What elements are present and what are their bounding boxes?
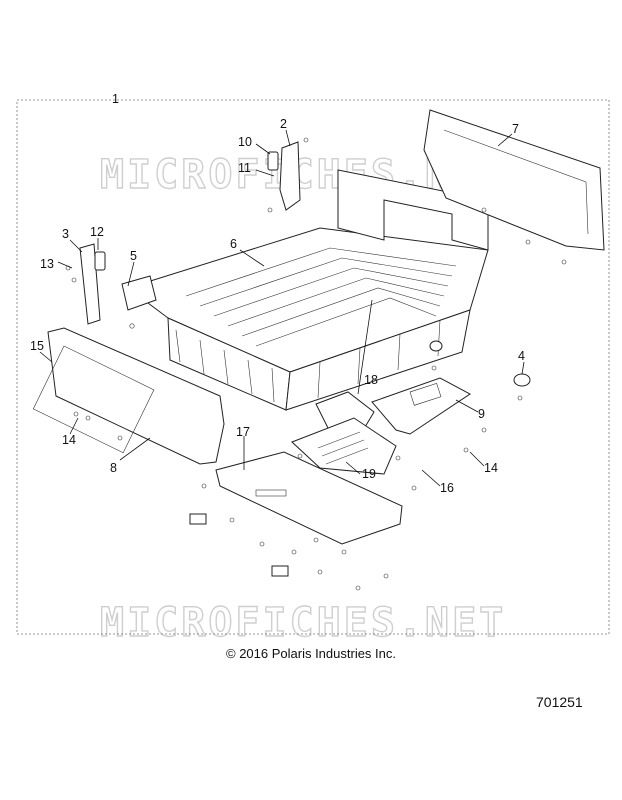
- copyright-notice: © 2016 Polaris Industries Inc.: [226, 646, 396, 661]
- latch-12-part: [94, 251, 106, 271]
- watermark-bottom: MICROFICHES.NET: [100, 600, 506, 646]
- callout-2: 2: [280, 117, 287, 131]
- knob-4-part: [513, 373, 531, 387]
- callout-8: 8: [110, 461, 117, 475]
- skid-plate-19-part: [291, 417, 397, 475]
- callout-14-left: 14: [62, 433, 76, 447]
- cover-plate-9-part: [371, 377, 471, 435]
- assembly-frame: [16, 99, 610, 635]
- callout-17: 17: [236, 425, 250, 439]
- callout-14-right: 14: [484, 461, 498, 475]
- callout-1: 1: [112, 92, 119, 106]
- callout-5: 5: [130, 249, 137, 263]
- side-rail-part: [121, 275, 157, 311]
- floor-panel-17-part: [215, 451, 403, 545]
- fasteners: [65, 137, 567, 591]
- clip-lower-right: [271, 565, 289, 577]
- callout-18: 18: [364, 373, 378, 387]
- callout-15: 15: [30, 339, 44, 353]
- callout-19: 19: [362, 467, 376, 481]
- callout-7: 7: [512, 122, 519, 136]
- callout-13: 13: [40, 257, 54, 271]
- callouts: 1 2 3 4 5 6 7 8 9 10 11 12 13 14 15 16 1…: [30, 92, 525, 495]
- tailgate-part: [32, 327, 225, 465]
- clip-lower-left: [189, 513, 207, 525]
- knob-small-part: [429, 340, 443, 352]
- callout-4: 4: [518, 349, 525, 363]
- callout-11: 11: [238, 161, 251, 175]
- rear-panel-part: [423, 109, 605, 251]
- callout-10: 10: [238, 135, 252, 149]
- bracket-right-part: [279, 141, 301, 211]
- callout-12: 12: [90, 225, 104, 239]
- callout-16: 16: [440, 481, 454, 495]
- latch-10-part: [267, 151, 279, 171]
- cargo-box-part: [126, 169, 489, 411]
- callout-6: 6: [230, 237, 237, 251]
- diagram-number: 701251: [536, 694, 583, 710]
- leader-lines: [39, 129, 525, 487]
- callout-3: 3: [62, 227, 69, 241]
- callout-9: 9: [478, 407, 485, 421]
